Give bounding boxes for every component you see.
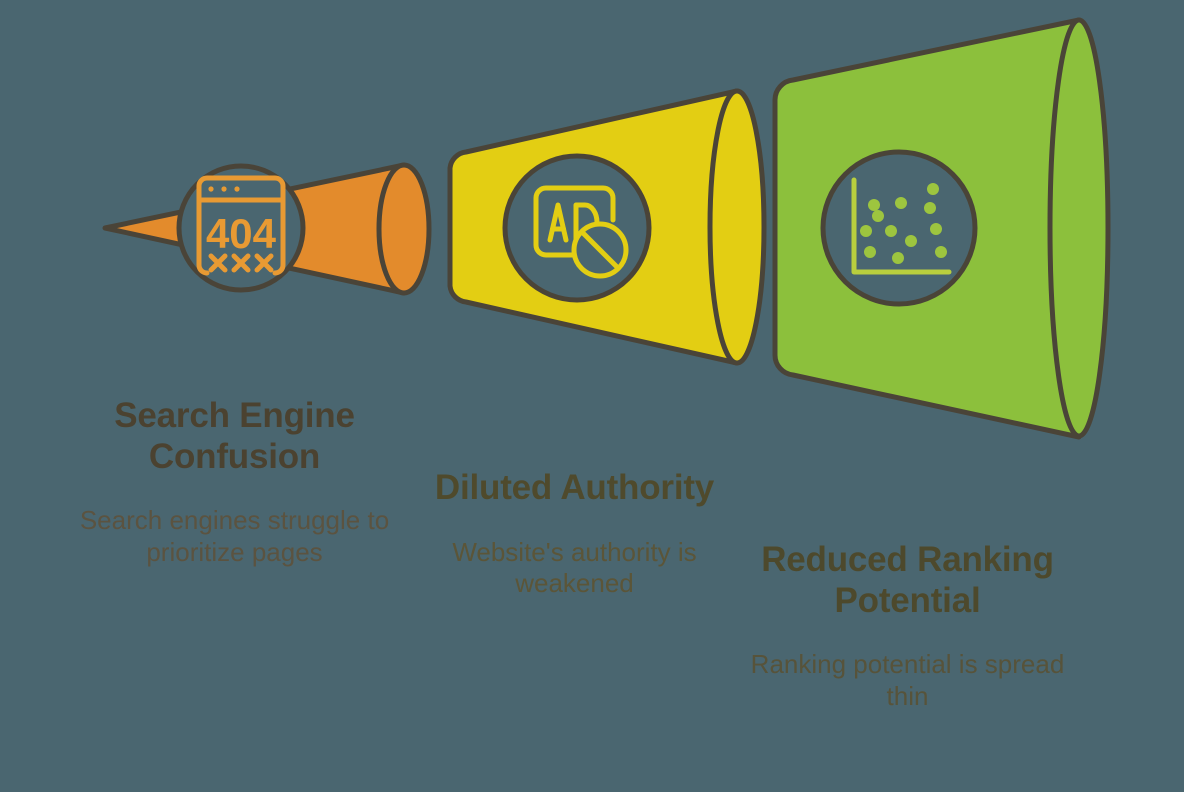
green-badge-circle [820, 149, 978, 307]
scatter-plot-points [860, 183, 947, 264]
orange-badge-label: 404 [206, 210, 277, 257]
funnel-stage-green [772, 17, 1111, 440]
scatter-plot-icon [851, 177, 952, 275]
stage-3-description: Ranking potential is spread thin [750, 649, 1065, 711]
404-browser-window-icon [196, 175, 286, 276]
orange-badge-circle [176, 163, 306, 293]
stage-1-text-block: Search Engine Confusion Search engines s… [72, 396, 397, 569]
stage-3-heading: Reduced Ranking Potential [761, 540, 1054, 620]
stage-3-text-block: Reduced Ranking Potential Ranking potent… [745, 540, 1070, 713]
green-cone-cap [1047, 17, 1111, 439]
404-x-marks [208, 253, 274, 273]
stage-2-description: Website's authority is weakened [452, 536, 697, 599]
stage-2-text-block: Diluted Authority Website's authority is… [412, 468, 737, 600]
stage-1-heading: Search Engine Confusion [114, 396, 355, 476]
yellow-cone-cap [707, 88, 767, 366]
funnel-stage-yellow [447, 88, 767, 366]
orange-cone-cap [376, 162, 432, 296]
no-entry-sign-icon [571, 221, 629, 279]
funnel-stage-orange: 404 [102, 162, 432, 296]
stage-1-description: Search engines struggle to prioritize pa… [79, 505, 390, 567]
stage-2-heading: Diluted Authority [434, 468, 715, 507]
scatter-plot-axes [851, 177, 952, 275]
